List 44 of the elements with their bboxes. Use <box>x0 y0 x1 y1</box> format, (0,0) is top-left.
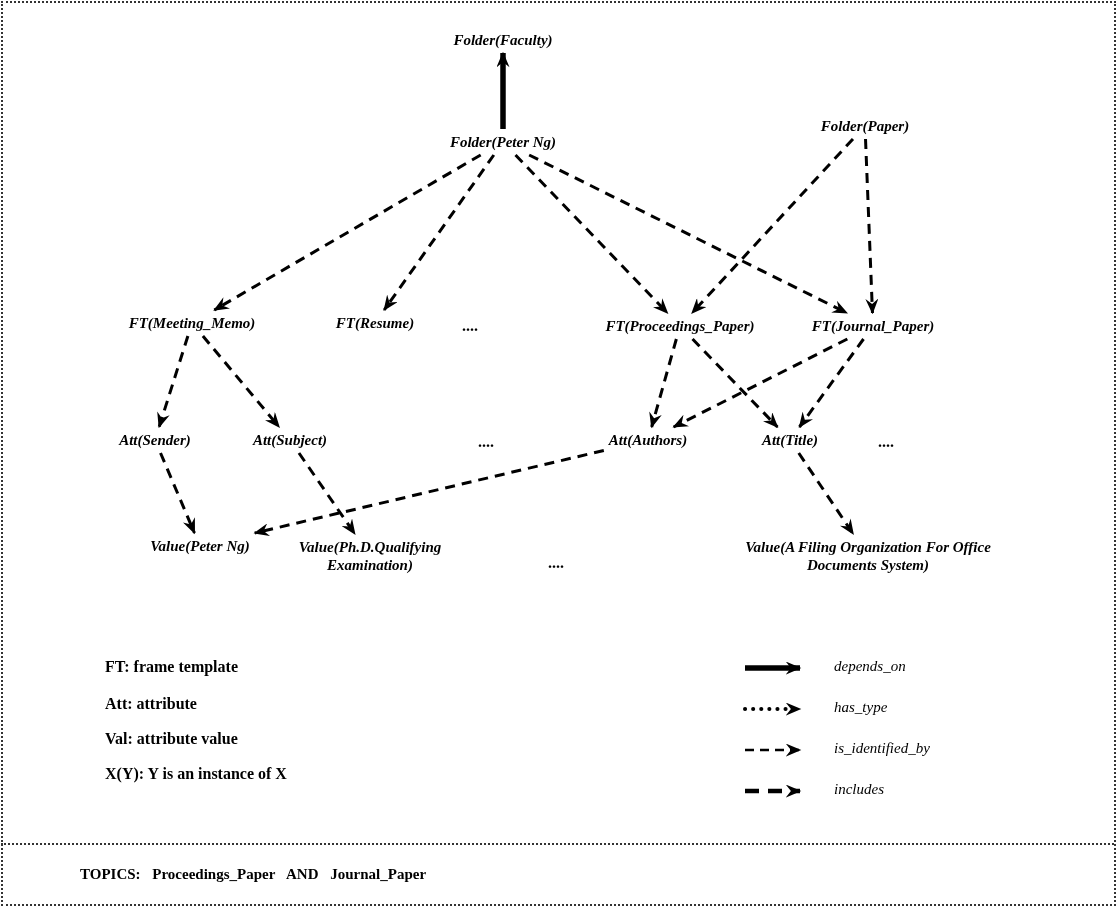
arrow <box>297 452 357 536</box>
node-label: FT(Proceedings_Paper) <box>603 316 757 336</box>
node-label: Att(Sender) <box>117 430 193 450</box>
arrow <box>528 153 848 315</box>
legend-text: includes <box>834 781 884 798</box>
abbreviation-key: Att: attribute <box>105 695 197 713</box>
node-label: Value(A Filing Organization For Office Documents System) <box>741 537 995 575</box>
arrow <box>797 452 855 536</box>
abbreviation-key: FT: frame template <box>105 658 238 676</box>
arrow <box>649 338 678 429</box>
arrow <box>157 335 190 429</box>
node-label: Value(Ph.D.Qualifying Examination) <box>268 537 472 575</box>
node-label: FT(Resume) <box>333 313 417 333</box>
node-label: Att(Subject) <box>250 430 330 450</box>
arrow <box>514 153 669 315</box>
ellipsis: .... <box>878 433 894 451</box>
arrow <box>864 138 879 315</box>
arrow <box>253 449 605 537</box>
arrow <box>691 337 779 429</box>
arrow <box>201 335 281 428</box>
arrow <box>496 51 510 129</box>
arrow <box>213 153 482 312</box>
legend-text: has_type <box>834 699 888 716</box>
arrow <box>798 338 865 429</box>
abbreviation-key: X(Y): Y is an instance of X <box>105 765 287 783</box>
node-label: Value(Peter Ng) <box>148 536 252 556</box>
node-label: Folder(Peter Ng) <box>447 132 559 152</box>
arrow <box>672 337 848 429</box>
legend-text: depends_on <box>834 658 906 675</box>
node-label: Folder(Paper) <box>818 116 912 136</box>
node-label: Att(Title) <box>759 430 821 450</box>
arrow <box>159 452 196 535</box>
ellipsis: .... <box>548 554 564 572</box>
topics-text: TOPICS: Proceedings_Paper AND Journal_Paper <box>80 866 427 883</box>
ellipsis: .... <box>478 433 494 451</box>
abbreviation-key: Val: attribute value <box>105 730 238 748</box>
ellipsis: .... <box>462 317 478 335</box>
node-label: Folder(Faculty) <box>451 30 555 50</box>
node-label: FT(Meeting_Memo) <box>126 313 258 333</box>
arrow <box>382 154 496 312</box>
arrow <box>690 138 855 314</box>
node-label: FT(Journal_Paper) <box>809 316 937 336</box>
node-label: Att(Authors) <box>606 430 690 450</box>
legend-text: is_identified_by <box>834 740 930 757</box>
